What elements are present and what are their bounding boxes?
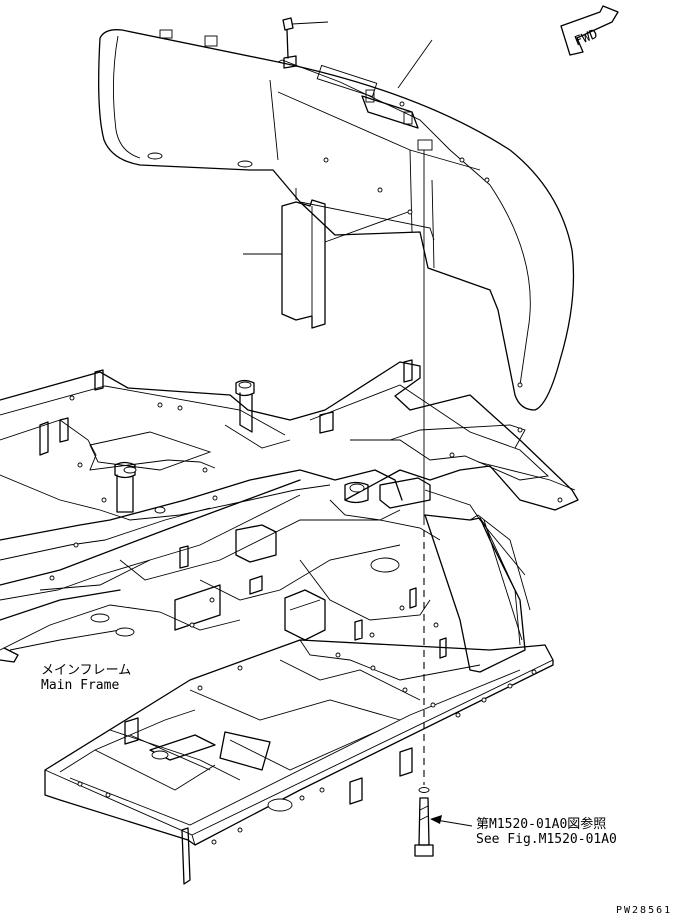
main-frame-label-en: Main Frame [41, 678, 120, 693]
counterweight-cover [98, 29, 575, 411]
drawing-code: PW28561 [616, 905, 673, 916]
top-bolt [282, 17, 329, 69]
main-frame-label: メインフレーム Main Frame [41, 663, 131, 693]
spacer-block [243, 199, 409, 329]
cover-leader-line [397, 39, 433, 89]
main-frame-label-jp: メインフレーム [41, 663, 132, 678]
fwd-arrow-icon: FWD [560, 5, 619, 56]
reference-arrow-icon [430, 815, 473, 827]
main-frame [0, 359, 579, 885]
reference-note-jp: 第M1520-01A0図参照 [476, 817, 607, 832]
reference-note: 第M1520-01A0図参照 See Fig.M1520-01A0 [476, 817, 617, 847]
mounting-bolt [414, 787, 434, 857]
reference-note-en: See Fig.M1520-01A0 [476, 832, 617, 847]
fwd-label: FWD [573, 27, 601, 50]
